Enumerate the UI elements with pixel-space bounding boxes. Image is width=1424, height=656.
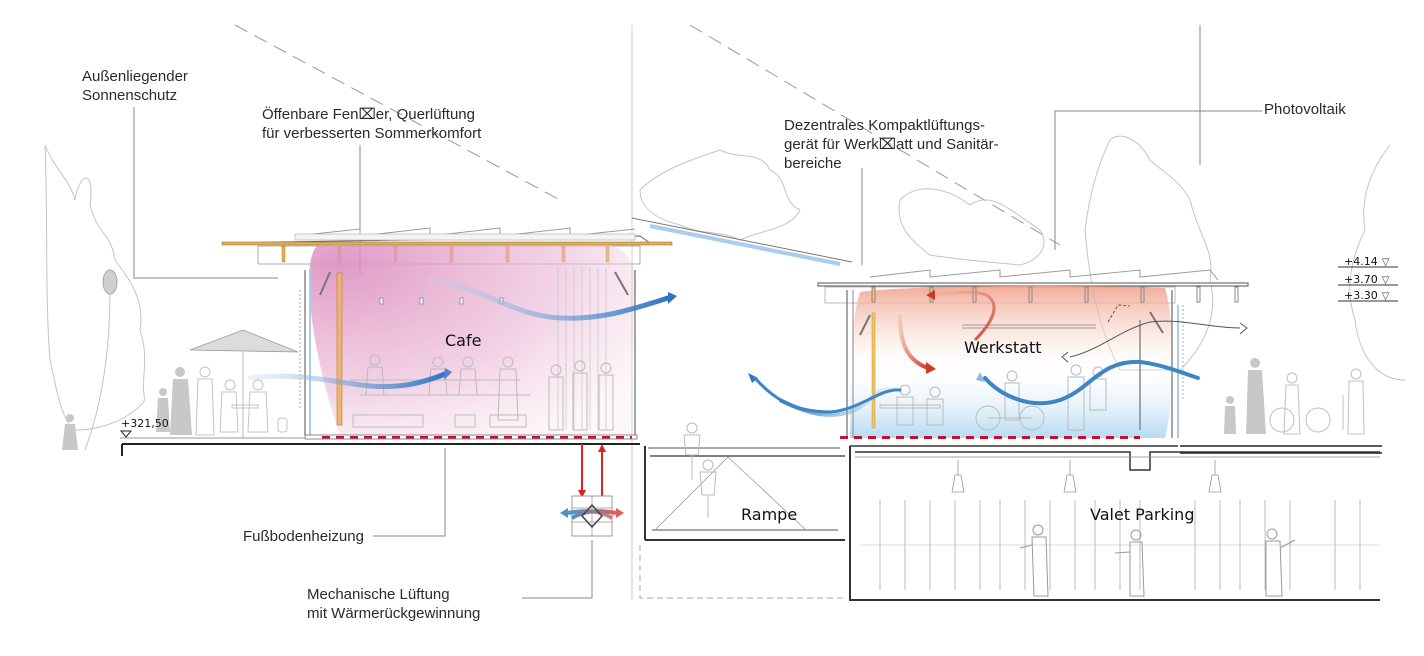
tree-crown-icon xyxy=(102,269,118,295)
ramp xyxy=(639,422,845,599)
workshop-warm-air-down xyxy=(898,314,929,370)
room-label-workshop: Werkstatt xyxy=(964,338,1042,357)
annotation-leaders xyxy=(133,107,1262,599)
label-floor-heating: Fußbodenheizung xyxy=(243,528,364,545)
cafe-floor-heating xyxy=(322,436,632,439)
cafe-roof-insulation xyxy=(294,233,636,241)
label-line: bereiche xyxy=(784,155,842,172)
workshop-floor-heating xyxy=(840,436,1140,439)
connector-skylight xyxy=(649,224,841,266)
leader-mech-ventilation xyxy=(522,540,593,599)
cafe-inflow-arrow xyxy=(247,371,448,389)
label-line: Außenliegender xyxy=(82,68,188,85)
connector-roof xyxy=(631,217,853,266)
label-line: gerät für Werk⌧att und Sanitär- xyxy=(784,136,999,153)
level-triangle-icon: ▽ xyxy=(1381,291,1390,302)
label-photovoltaics: Photovoltaik xyxy=(1264,101,1346,118)
terrace xyxy=(62,329,640,456)
label-line: mit Wärmerückgewinnung xyxy=(307,605,481,622)
cafe-roof-beam xyxy=(221,241,673,246)
outdoor-right xyxy=(1180,358,1382,454)
label-mech-ventilation: Mechanische Lüftung mit Wärmerückgewinnu… xyxy=(307,585,480,623)
level-value: +4.14 xyxy=(1344,255,1378,268)
outdoor-people-gray xyxy=(62,367,192,450)
workshop-exhaust-arrow xyxy=(1069,320,1241,358)
sun-angle-line-workshop xyxy=(689,24,1061,246)
label-line: Dezentrales Kompaktlüftungs- xyxy=(784,117,985,134)
label-decentral-unit: Dezentrales Kompaktlüftungs- gerät für W… xyxy=(784,116,999,173)
parking-lamps xyxy=(951,460,1222,493)
tree-center-icon xyxy=(898,188,1045,266)
level-marker-icon xyxy=(119,430,133,438)
workshop-inflow-arrow xyxy=(983,359,1200,406)
label-line: Öffenbare Fen⌧er, Querlüftung xyxy=(262,106,475,123)
cafe-outflow-arrowhead xyxy=(668,292,677,304)
level-triangle-icon: ▽ xyxy=(1381,275,1390,286)
workshop-timber-column xyxy=(871,312,876,429)
cyclists xyxy=(683,422,717,518)
level-value: +3.70 xyxy=(1344,273,1378,286)
tree-middle-icon xyxy=(639,149,801,241)
level-markers-right xyxy=(1338,266,1398,302)
workshop-building xyxy=(817,269,1249,439)
workshop-climate-zone xyxy=(849,285,1173,438)
cafe-inflow-arrowhead xyxy=(444,368,452,380)
label-windows: Öffenbare Fen⌧er, Querlüftung für verbes… xyxy=(262,105,481,143)
level-ceiling: +3.30▽ xyxy=(1344,289,1389,302)
hx-supply-arrow xyxy=(570,509,617,520)
room-label-cafe: Cafe xyxy=(445,331,482,350)
workshop-pv-panels xyxy=(869,269,1219,281)
outdoor-people-outline xyxy=(195,366,288,436)
leader-photovoltaics xyxy=(1054,110,1262,250)
label-line: Sonnenschutz xyxy=(82,87,178,104)
label-sun-protection: Außenliegender Sonnenschutz xyxy=(82,67,188,105)
level-ground: +321,50 xyxy=(121,417,169,430)
tree-outlines xyxy=(44,135,1406,451)
cafe-pv-panels xyxy=(294,227,636,237)
level-triangle-icon: ▽ xyxy=(1381,257,1390,268)
tree-left-icon xyxy=(44,144,146,431)
tree-far-right-icon xyxy=(1349,144,1406,381)
parking-ceiling xyxy=(855,451,1380,471)
heat-exchanger-icon xyxy=(580,503,604,529)
label-line: für verbesserten Sommerkomfort xyxy=(262,125,482,142)
workshop-warm-air-loop xyxy=(929,290,996,342)
room-label-ramp: Rampe xyxy=(741,505,798,524)
room-label-valet-parking: Valet Parking xyxy=(1090,505,1195,524)
level-roof-top: +4.14▽ xyxy=(1344,255,1389,268)
leader-sun-protection xyxy=(133,107,278,279)
workshop-roof-beam xyxy=(817,282,1249,287)
outdoor-right-people-gray xyxy=(1224,358,1266,434)
parking-attendants xyxy=(1019,524,1296,597)
cafe-curtain xyxy=(557,268,607,430)
cafe-people xyxy=(365,354,614,431)
umbrella-icon xyxy=(189,329,299,353)
label-line: Mechanische Lüftung xyxy=(307,586,450,603)
leader-floor-heating xyxy=(373,448,446,537)
mech-ventilation xyxy=(560,444,624,537)
outdoor-right-people-outline xyxy=(1269,368,1365,435)
cafe-outflow-arrow xyxy=(427,277,671,321)
bike-racks xyxy=(860,500,1380,590)
tree-trunk xyxy=(84,289,111,451)
valet-parking-structure xyxy=(849,445,1380,601)
level-value: +3.30 xyxy=(1344,289,1378,302)
cafe-timber-column xyxy=(336,272,343,426)
level-roof-mid: +3.70▽ xyxy=(1344,273,1389,286)
sun-angle-line-cafe xyxy=(234,24,561,201)
